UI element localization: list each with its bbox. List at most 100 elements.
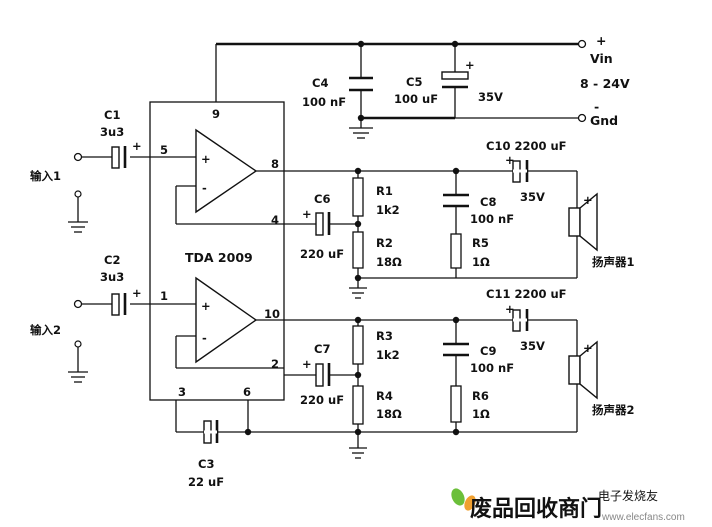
- speaker-2-label: 扬声器2: [592, 403, 635, 417]
- capacitor-c4: [349, 76, 373, 92]
- c5-name: C5: [406, 75, 422, 89]
- r3-value: 1k2: [376, 348, 400, 362]
- watermark-url: www.elecfans.com: [601, 512, 685, 523]
- capacitor-c5: [441, 71, 469, 89]
- pin-4: 4: [271, 213, 279, 227]
- channel-1-wiring: [256, 167, 578, 299]
- r1-name: R1: [376, 184, 393, 198]
- c7-name: C7: [314, 342, 330, 356]
- c1-polarity: +: [132, 139, 142, 153]
- gnd-terminal[interactable]: [577, 113, 587, 123]
- input-1-wiring: [68, 156, 176, 233]
- c11-voltage: 35V: [520, 339, 545, 353]
- c11-name: C11 2200 uF: [486, 287, 567, 301]
- r2-value: 18Ω: [376, 255, 402, 269]
- capacitor-c11: [512, 309, 529, 332]
- opamp-2-plus: +: [201, 299, 211, 313]
- input-1-terminal[interactable]: [73, 152, 83, 162]
- c10-voltage: 35V: [520, 190, 545, 204]
- r1-value: 1k2: [376, 203, 400, 217]
- c8-name: C8: [480, 195, 496, 209]
- input-1-label: 输入1: [30, 169, 61, 183]
- resistor-r5: [450, 233, 462, 269]
- resistor-r6: [450, 385, 462, 423]
- c7-polarity: +: [302, 357, 312, 371]
- capacitor-c8: [443, 193, 469, 208]
- r2-name: R2: [376, 236, 393, 250]
- ic-tda2009: [149, 101, 285, 401]
- watermark-logo: [451, 488, 476, 511]
- pin-6: 6: [243, 385, 251, 399]
- c2-value: 3u3: [100, 270, 124, 284]
- capacitor-c6: [315, 212, 331, 236]
- input-2-label: 输入2: [30, 323, 61, 337]
- supply-range: 8 - 24V: [580, 76, 630, 91]
- c10-polarity: +: [505, 153, 515, 167]
- pin-8: 8: [271, 157, 279, 171]
- capacitor-c2: [111, 293, 127, 316]
- capacitor-c3: [203, 420, 219, 444]
- speaker-2-icon: [568, 340, 598, 400]
- r3-name: R3: [376, 329, 393, 343]
- pin-1: 1: [160, 289, 168, 303]
- resistor-r4: [352, 385, 364, 425]
- c10-name: C10 2200 uF: [486, 139, 567, 153]
- vin-plus-sign: +: [596, 33, 606, 48]
- opamp-1-plus: +: [201, 152, 211, 166]
- pin-2: 2: [271, 357, 279, 371]
- c2-polarity: +: [132, 286, 142, 300]
- speaker-1-polarity: +: [583, 193, 593, 207]
- resistor-r1: [352, 177, 364, 217]
- c5-value: 100 uF: [394, 92, 438, 106]
- speaker-1-label: 扬声器1: [592, 255, 635, 269]
- c6-name: C6: [314, 192, 330, 206]
- c6-polarity: +: [302, 207, 312, 221]
- c9-name: C9: [480, 344, 496, 358]
- speaker-2-polarity: +: [583, 341, 593, 355]
- pin-9: 9: [212, 107, 220, 121]
- input-2-ground-terminal[interactable]: [74, 340, 82, 348]
- pin-5: 5: [160, 143, 168, 157]
- c9-value: 100 nF: [470, 361, 514, 375]
- c6-value: 220 uF: [300, 247, 344, 261]
- c7-value: 220 uF: [300, 393, 344, 407]
- watermark-brand: 废品回收商门: [470, 496, 602, 522]
- gnd-label: Gnd: [590, 113, 618, 128]
- r5-value: 1Ω: [472, 255, 490, 269]
- c5-voltage: 35V: [478, 90, 503, 104]
- opamp-2-minus: -: [202, 331, 207, 345]
- c11-polarity: +: [505, 302, 515, 316]
- input-1-ground-terminal[interactable]: [74, 190, 82, 198]
- speaker-1-icon: [568, 192, 598, 252]
- c4-value: 100 nF: [302, 95, 346, 109]
- pin-3: 3: [178, 385, 186, 399]
- capacitor-c10: [512, 160, 529, 183]
- c8-value: 100 nF: [470, 212, 514, 226]
- r4-name: R4: [376, 389, 393, 403]
- capacitor-c1: [111, 146, 127, 169]
- supply-rails: [215, 40, 578, 128]
- resistor-r2: [352, 231, 364, 269]
- input-2-terminal[interactable]: [73, 299, 83, 309]
- r6-value: 1Ω: [472, 407, 490, 421]
- vin-label: Vin: [590, 51, 613, 66]
- c3-name: C3: [198, 457, 214, 471]
- c2-name: C2: [104, 253, 120, 267]
- opamp-2: [150, 276, 284, 369]
- opamp-1: [175, 128, 284, 225]
- vin-terminal[interactable]: [577, 39, 587, 49]
- pin-3-6-wiring: [175, 400, 252, 436]
- ground-symbol: [349, 127, 373, 139]
- c4-name: C4: [312, 76, 328, 90]
- r4-value: 18Ω: [376, 407, 402, 421]
- gnd-minus-sign: -: [594, 99, 599, 114]
- c1-name: C1: [104, 108, 120, 122]
- c3-value: 22 uF: [188, 475, 224, 489]
- c1-value: 3u3: [100, 125, 124, 139]
- ic-name: TDA 2009: [185, 250, 253, 265]
- watermark-site: 电子发烧友: [598, 488, 658, 503]
- resistor-r3: [352, 325, 364, 365]
- opamp-1-minus: -: [202, 181, 207, 195]
- capacitor-c7: [315, 363, 331, 387]
